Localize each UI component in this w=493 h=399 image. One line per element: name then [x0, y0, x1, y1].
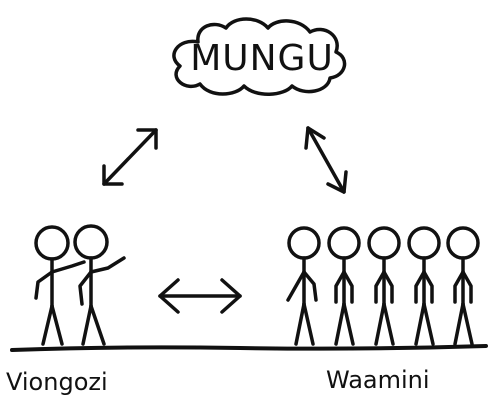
cloud-node: MUNGU [172, 17, 347, 96]
leader-figure [34, 225, 86, 346]
ground-line [10, 344, 488, 352]
leaders-group [34, 224, 126, 346]
believer-figure [286, 226, 321, 346]
leader-figure [73, 224, 126, 346]
arrow-leaders-believers [158, 278, 242, 314]
cloud-outline [172, 17, 347, 96]
arrow-leaders-god [102, 128, 158, 186]
arrow-god-believers [304, 126, 348, 194]
believer-figure [407, 226, 441, 346]
believer-figure [367, 226, 401, 346]
believer-figure [446, 226, 480, 346]
believers-label: Waamini [326, 366, 430, 394]
cloud-label: MUNGU [190, 38, 334, 79]
believers-group [286, 226, 480, 346]
leaders-label: Viongozi [6, 368, 108, 396]
believer-figure [327, 226, 361, 346]
